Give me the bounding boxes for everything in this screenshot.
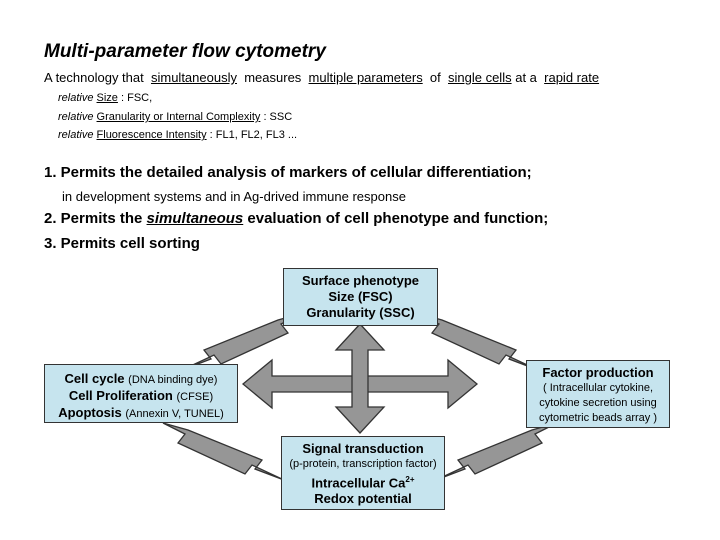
box-line: cytokine secretion using: [539, 397, 657, 409]
box-line: Granularity (SSC): [306, 305, 415, 320]
box-line: Intracellular Ca2+: [282, 472, 444, 491]
intro-single-cells: single cells: [448, 70, 512, 85]
slide-title: Multi-parameter flow cytometry: [44, 41, 326, 62]
relative-term: Granularity or Internal Complexity: [96, 111, 261, 123]
intro-simultaneously: simultaneously: [150, 70, 237, 85]
relative-suffix: : SSC: [263, 111, 293, 123]
point-1-sub: in development systems and in Ag-drived …: [62, 189, 406, 204]
box-line: (p-protein, transcription factor): [289, 458, 437, 470]
intro-multiple-parameters: multiple parameters: [308, 70, 423, 85]
box-line: Surface phenotype: [301, 273, 420, 288]
point-2-post: evaluation of cell phenotype and functio…: [247, 210, 549, 227]
box-line: ( Intracellular cytokine,: [542, 382, 654, 394]
box-small-text: (DNA binding dye): [128, 374, 218, 386]
calcium-text: Intracellular Ca: [311, 475, 406, 491]
box-bold-text: Apoptosis: [58, 405, 122, 420]
box-line: cytometric beads array ): [539, 412, 657, 424]
box-line: Redox potential: [314, 491, 412, 507]
box-small-text: (Annexin V, TUNEL): [125, 408, 224, 420]
point-2: 2. Permits the simultaneous evaluation o…: [44, 210, 548, 227]
point-2-emphasis: simultaneous: [146, 210, 244, 227]
intro-rapid-rate: rapid rate: [544, 70, 600, 85]
box-line: Cell cycle (DNA binding dye): [45, 371, 237, 388]
diagonal-arrow-bottom-right: [435, 422, 558, 481]
relative-term: Fluorescence Intensity: [96, 129, 207, 141]
box-title: Signal transduction: [302, 441, 424, 456]
relative-granularity-line: relative Granularity or Internal Complex…: [58, 111, 292, 123]
signal-transduction-box: Signal transduction (p-protein, transcri…: [281, 436, 445, 510]
relative-size-line: relative Size : FSC,: [58, 92, 152, 104]
relative-fluorescence-line: relative Fluorescence Intensity : FL1, F…: [58, 129, 297, 141]
calcium-superscript: 2+: [405, 475, 415, 484]
intro-prefix: A technology that: [44, 70, 144, 85]
intro-line: A technology that simultaneously measure…: [44, 70, 599, 85]
box-bold-text: Cell cycle: [64, 371, 125, 386]
box-title: Factor production: [542, 365, 654, 380]
cell-cycle-box: Cell cycle (DNA binding dye) Cell Prolif…: [44, 364, 238, 423]
relative-suffix: : FSC,: [121, 92, 153, 104]
surface-phenotype-box: Surface phenotype Size (FSC) Granularity…: [283, 268, 438, 326]
box-bold-text: Cell Proliferation: [68, 388, 173, 403]
box-line: Cell Proliferation (CFSE): [45, 388, 237, 405]
relative-suffix: : FL1, FL2, FL3 ...: [209, 129, 298, 141]
vertical-double-arrow: [334, 323, 386, 434]
point-3: 3. Permits cell sorting: [44, 235, 200, 252]
box-line: Size (FSC): [328, 289, 393, 304]
relative-term: Size: [96, 92, 118, 104]
relative-label: relative: [58, 92, 94, 104]
relative-label: relative: [58, 111, 94, 123]
relative-label: relative: [58, 129, 94, 141]
point-1: 1. Permits the detailed analysis of mark…: [44, 164, 532, 181]
intro-measures: measures: [244, 70, 302, 85]
box-small-text: (CFSE): [176, 391, 214, 403]
intro-at-a: at a: [515, 70, 537, 85]
point-2-pre: 2. Permits the: [44, 210, 143, 227]
box-line: Apoptosis (Annexin V, TUNEL): [45, 405, 237, 422]
factor-production-box: Factor production ( Intracellular cytoki…: [526, 360, 670, 428]
diagonal-arrow-bottom-left: [162, 422, 285, 481]
intro-of: of: [429, 70, 441, 85]
